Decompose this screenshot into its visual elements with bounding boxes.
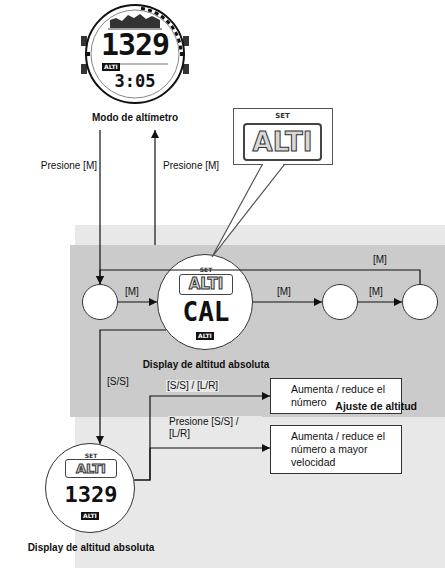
button-label: Presione [M] bbox=[162, 160, 224, 172]
display-circle: SETALTICALALTIDisplay de altitud absolut… bbox=[157, 254, 253, 350]
mode-badge: ALTI bbox=[102, 63, 120, 71]
flow-arrow bbox=[100, 330, 166, 444]
flow-arrow bbox=[100, 270, 420, 284]
watch-detail bbox=[177, 38, 181, 43]
display-heading: Display de altitud absoluta bbox=[116, 359, 296, 370]
watch-detail bbox=[179, 45, 183, 49]
mode-circle bbox=[402, 284, 438, 320]
watch-detail bbox=[183, 64, 189, 74]
button-label: [M] bbox=[276, 286, 292, 298]
watch-display: 1329ALTI3:05Modo de altímetro bbox=[80, 2, 190, 130]
mode-name: ALTI bbox=[243, 123, 322, 161]
action-box: Aumenta / reduce el número a mayor veloc… bbox=[270, 425, 402, 474]
flow-arrow bbox=[134, 448, 270, 480]
callout-joint bbox=[263, 164, 283, 166]
watch-detail bbox=[170, 25, 175, 30]
callout-box: SET ALTI bbox=[233, 108, 333, 165]
flow-arrow bbox=[154, 130, 155, 245]
button-label: [S/S] / [L/R] bbox=[166, 380, 219, 392]
button-label: Presione [M] bbox=[38, 160, 98, 172]
display-heading: Display de altitud absoluta bbox=[1, 542, 181, 553]
lcd-text: CAL bbox=[158, 297, 254, 327]
button-label: [M] bbox=[124, 286, 140, 298]
callout-pointer bbox=[212, 165, 284, 257]
watch-detail bbox=[160, 15, 165, 20]
watch-detail bbox=[174, 31, 178, 36]
mode-circle bbox=[322, 284, 358, 320]
button-label: Presione [S/S] / [L/R] bbox=[168, 416, 262, 440]
flow-arrow bbox=[118, 301, 157, 302]
display-circle: SETALTI1329ALTIDisplay de altitud absolu… bbox=[45, 443, 135, 533]
action-text: Aumenta / reduce el número bbox=[291, 383, 393, 409]
lcd-digits: 1329 bbox=[80, 28, 190, 62]
mode-name: ALTI bbox=[179, 274, 233, 295]
flow-arrow bbox=[253, 301, 322, 302]
lcd-digits: 1329 bbox=[46, 482, 136, 508]
button-label: [M] bbox=[372, 254, 388, 266]
watch-detail bbox=[154, 11, 159, 16]
watch-detail bbox=[85, 52, 90, 56]
set-indicator: SET bbox=[158, 266, 254, 273]
watch-detail bbox=[110, 14, 160, 28]
mode-circle bbox=[82, 284, 118, 320]
watch-detail bbox=[166, 20, 171, 25]
watch-detail bbox=[180, 52, 185, 56]
mode-heading: Modo de altímetro bbox=[70, 112, 200, 123]
flow-arrow bbox=[134, 396, 270, 480]
lcd-time: 3:05 bbox=[80, 72, 190, 91]
mode-name: ALTI bbox=[65, 459, 117, 478]
button-label: [M] bbox=[368, 286, 384, 298]
watch-detail bbox=[141, 7, 145, 11]
set-indicator: SET bbox=[234, 112, 331, 121]
flow-arrow bbox=[99, 130, 100, 284]
flow-arrow bbox=[358, 301, 402, 302]
set-indicator: SET bbox=[46, 452, 136, 459]
band-heading: Ajuste de altitud bbox=[335, 400, 417, 412]
action-text: Aumenta / reduce el número a mayor veloc… bbox=[291, 430, 393, 469]
mode-badge: ALTI bbox=[81, 512, 99, 520]
watch-detail bbox=[81, 64, 87, 74]
mode-badge: ALTI bbox=[196, 332, 214, 340]
watch-detail bbox=[148, 8, 153, 12]
action-box: Aumenta / reduce el número bbox=[270, 378, 402, 414]
button-label: [S/S] bbox=[106, 376, 130, 388]
